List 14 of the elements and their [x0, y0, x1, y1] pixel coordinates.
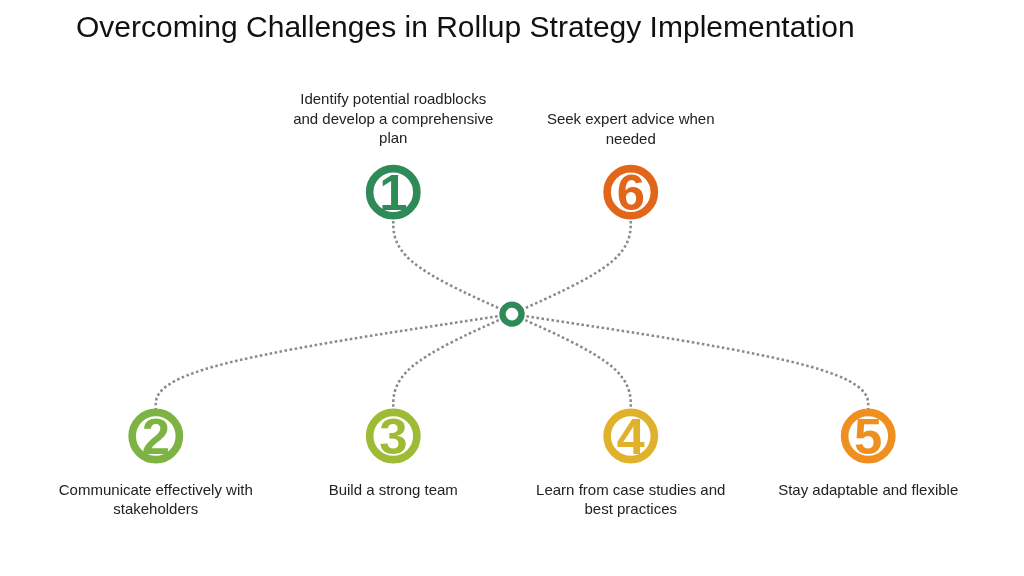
hub-circle: [499, 301, 525, 327]
number-circle: 1: [365, 164, 421, 220]
number-circle: 6: [603, 164, 659, 220]
step-text: Learn from case studies and best practices: [535, 479, 727, 519]
diagram-title: Overcoming Challenges in Rollup Strategy Implementation: [76, 10, 856, 44]
step-text: Seek expert advice when needed: [545, 109, 716, 149]
step-text: Communicate effectively with stakeholders: [57, 479, 254, 519]
step-text: Build a strong team: [327, 479, 459, 500]
number-circle: 2: [128, 408, 184, 464]
step-text: Identify potential roadblocks and develop a comprehensive plan: [292, 89, 495, 148]
step-text: Stay adaptable and flexible: [777, 479, 960, 500]
number-circle: 3: [365, 408, 421, 464]
number-circle: 4: [603, 408, 659, 464]
number-circle: 5: [840, 408, 896, 464]
